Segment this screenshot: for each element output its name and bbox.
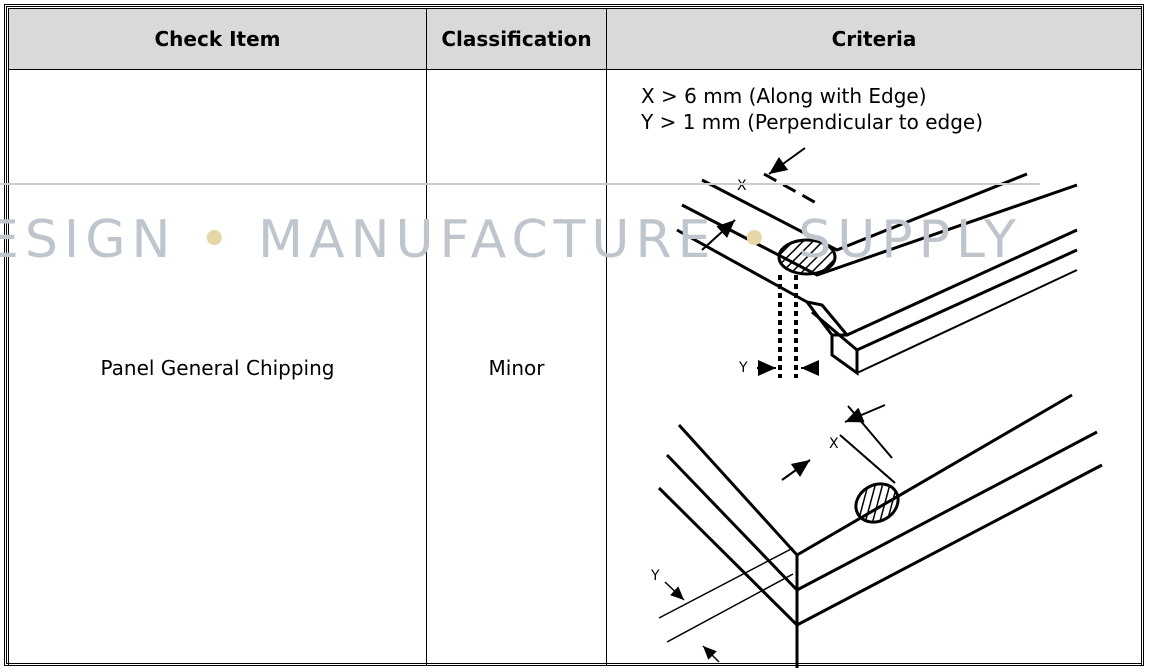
classification-cell: Minor — [426, 69, 607, 666]
top-corner-diagram — [676, 172, 1078, 376]
criteria-y-text: Y > 1 mm (Perpendicular to edge) — [641, 110, 984, 134]
check-item-cell: Panel General Chipping — [8, 69, 427, 666]
bottom-y-dimension — [658, 547, 794, 663]
watermark-word-supply: SUPPLY — [798, 210, 1022, 270]
watermark-dot-1: • — [198, 210, 236, 270]
bottom-x-dimension — [781, 404, 896, 484]
watermark-word-manufacture: MANUFACTURE — [258, 210, 717, 270]
bottom-chip-hatch — [854, 482, 900, 524]
top-chip-hatch — [777, 238, 837, 276]
top-y-label: Y — [738, 360, 748, 376]
table-row: Panel General Chipping Minor X > 6 mm (A… — [8, 69, 1142, 668]
bottom-corner-diagram — [657, 393, 1103, 668]
top-x-label: X — [737, 178, 747, 194]
watermark-text: ESIGN • MANUFACTURE • SUPPLY — [0, 210, 1022, 270]
watermark-rule — [0, 183, 1040, 185]
chipping-diagram: X Y — [650, 147, 1103, 668]
bottom-y-label: Y — [650, 568, 660, 584]
watermark-word-design: ESIGN — [0, 210, 177, 270]
header-classification: Classification — [426, 8, 607, 70]
criteria-cell: X > 6 mm (Along with Edge) Y > 1 mm (Per… — [606, 69, 1142, 668]
header-check-item: Check Item — [8, 8, 427, 70]
inspection-criteria-table: Check Item Classification Criteria Panel… — [8, 8, 1142, 668]
header-criteria: Criteria — [606, 8, 1142, 70]
table-header-row: Check Item Classification Criteria — [8, 8, 1142, 70]
criteria-x-text: X > 6 mm (Along with Edge) — [641, 84, 927, 108]
watermark-dot-2: • — [738, 210, 776, 270]
bottom-x-label: X — [829, 436, 839, 452]
top-y-dimension — [778, 275, 798, 378]
top-x-dimension — [701, 147, 819, 251]
